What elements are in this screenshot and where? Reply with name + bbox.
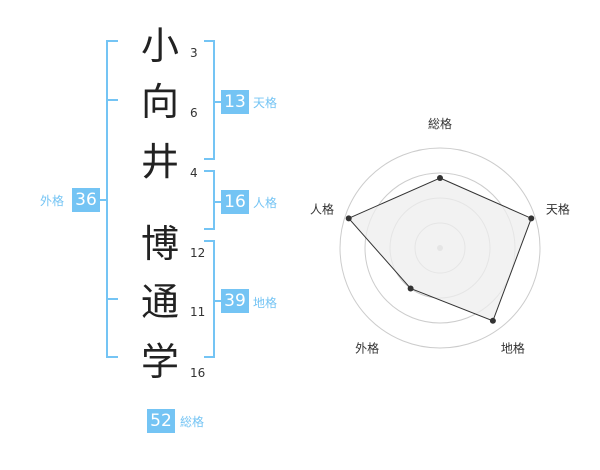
- chikaku-value-badge: 39: [221, 289, 249, 313]
- jinkaku-bracket-connector: [213, 201, 223, 203]
- radar-point-2: [528, 215, 535, 222]
- gaikaku-bracket-top: [106, 40, 118, 42]
- gaikaku-bracket-connector: [98, 199, 108, 201]
- soukaku-value-badge: 52: [147, 409, 175, 433]
- radar-axis-label-1: 総格: [428, 116, 452, 131]
- radar-data-polygon: [347, 177, 532, 322]
- gaikaku-label: 外格: [40, 194, 65, 208]
- radar-axis-label-5: 人格: [310, 202, 334, 217]
- jinkaku-bracket-top: [204, 170, 215, 172]
- soukaku-label: 総格: [180, 415, 205, 429]
- stroke-count-3: 4: [190, 166, 198, 180]
- tenkaku-bracket-bottom: [204, 158, 215, 160]
- stroke-count-4: 12: [190, 246, 206, 260]
- name-char-6: 学: [140, 340, 179, 384]
- radar-point-3: [489, 317, 496, 324]
- stroke-count-5: 11: [190, 305, 206, 319]
- radar-axis-label-2: 天格: [546, 202, 570, 217]
- tenkaku-bracket-connector: [213, 101, 223, 103]
- chikaku-bracket-bottom: [204, 356, 215, 358]
- chikaku-bracket-vertical: [213, 240, 215, 358]
- tenkaku-bracket-top: [204, 40, 215, 42]
- radar-point-1: [437, 175, 443, 181]
- name-char-4: 博: [140, 222, 179, 266]
- jinkaku-label: 人格: [253, 196, 278, 210]
- jinkaku-bracket-bottom: [204, 228, 215, 230]
- radar-axis-label-3: 地格: [501, 340, 525, 355]
- stroke-count-2: 6: [190, 106, 198, 120]
- chikaku-label: 地格: [253, 296, 278, 310]
- name-char-1: 小: [140, 24, 179, 68]
- radar-point-4: [407, 285, 414, 292]
- tenkaku-value-badge: 13: [221, 90, 249, 114]
- gaikaku-bracket-tick-1: [106, 99, 118, 101]
- chikaku-bracket-connector: [213, 300, 223, 302]
- jinkaku-bracket-vertical: [213, 170, 215, 230]
- name-char-5: 通: [140, 280, 179, 324]
- gaikaku-value-badge: 36: [72, 188, 100, 212]
- radar-axis-label-4: 外格: [355, 340, 379, 355]
- tenkaku-label: 天格: [253, 96, 278, 110]
- chikaku-bracket-top: [204, 240, 215, 242]
- name-char-3: 井: [140, 140, 179, 184]
- tenkaku-bracket-vertical: [213, 40, 215, 160]
- jinkaku-value-badge: 16: [221, 190, 249, 214]
- gaikaku-bracket-tick-2: [106, 298, 118, 300]
- stroke-count-1: 3: [190, 46, 198, 60]
- gaikaku-bracket-bottom: [106, 356, 118, 358]
- radar-point-5: [345, 215, 352, 222]
- name-char-2: 向: [140, 80, 179, 124]
- stroke-count-6: 16: [190, 366, 206, 380]
